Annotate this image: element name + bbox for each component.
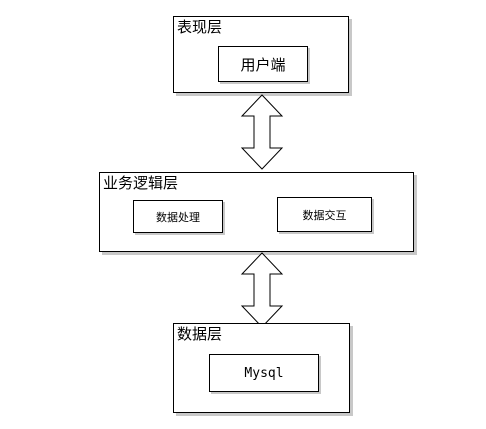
presentation-layer: 表现层 用户端 xyxy=(173,16,349,93)
data-layer-title: 数据层 xyxy=(177,325,223,343)
data-layer: 数据层 Mysql xyxy=(173,323,350,413)
data-interaction-box: 数据交互 xyxy=(277,197,372,232)
client-box: 用户端 xyxy=(218,46,308,82)
client-box-label: 用户端 xyxy=(240,55,286,74)
double-arrow-icon xyxy=(240,94,284,170)
double-arrow-icon xyxy=(240,252,284,328)
data-interaction-label: 数据交互 xyxy=(302,208,347,222)
business-logic-layer-title: 业务逻辑层 xyxy=(103,174,179,192)
data-processing-label: 数据处理 xyxy=(156,210,200,224)
presentation-layer-title: 表现层 xyxy=(177,18,223,36)
business-logic-layer: 业务逻辑层 数据处理 数据交互 xyxy=(99,172,414,252)
data-processing-box: 数据处理 xyxy=(133,200,223,233)
mysql-box-label: Mysql xyxy=(244,365,284,381)
mysql-box: Mysql xyxy=(209,354,319,392)
